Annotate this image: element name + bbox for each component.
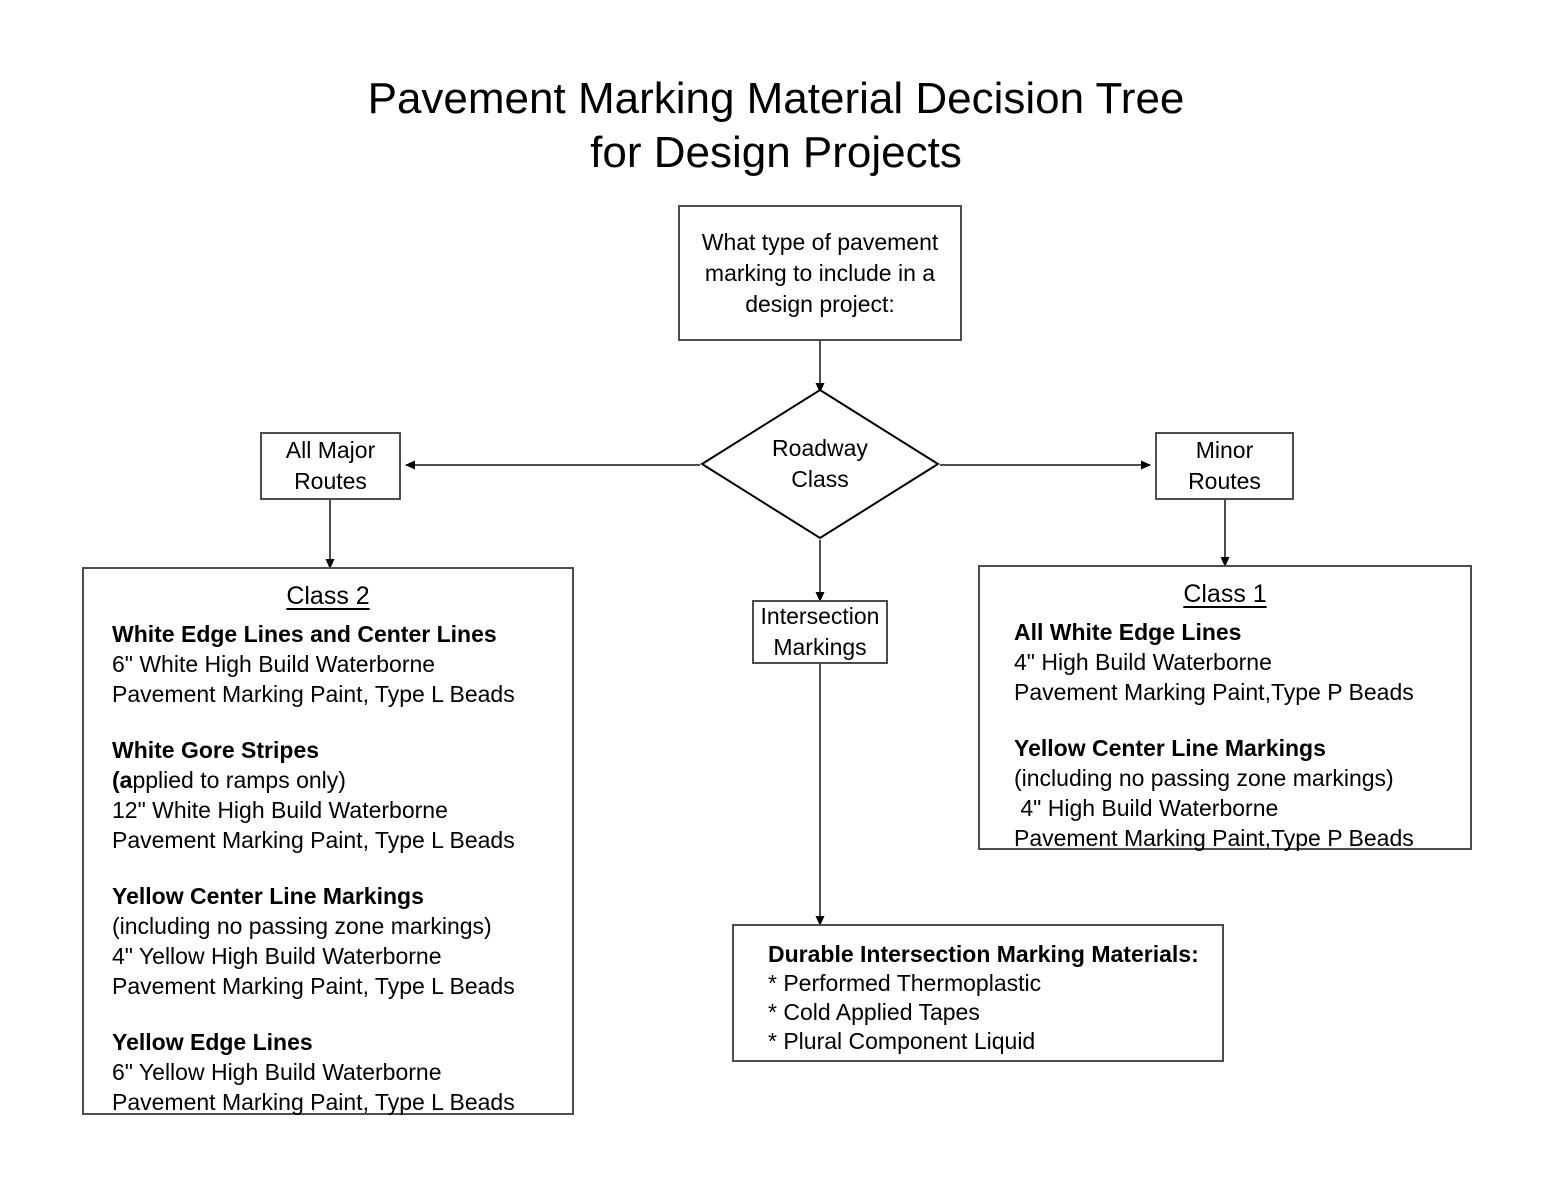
root-question-text: What type of pavement marking to include… <box>701 228 939 317</box>
panel-class-2: Class 2 White Edge Lines and Center Line… <box>82 567 574 1115</box>
group-line: 4" Yellow High Build Waterborne <box>112 943 442 969</box>
node-minor-routes: Minor Routes <box>1155 432 1294 500</box>
panel-durable-intersection-materials: Durable Intersection Marking Materials: … <box>732 924 1224 1062</box>
class2-group: Yellow Center Line Markings (including n… <box>112 881 572 1001</box>
class2-heading-text: Class 2 <box>286 582 370 610</box>
group-line: Pavement Marking Paint, Type L Beads <box>112 681 515 707</box>
node-intersection-markings: Intersection Markings <box>752 600 888 664</box>
durable-body: Durable Intersection Marking Materials: … <box>734 926 1222 1056</box>
group-line: 6" White High Build Waterborne <box>112 651 436 677</box>
group-line: (including no passing zone markings) <box>112 913 492 939</box>
group-title: White Edge Lines and Center Lines <box>112 621 497 647</box>
group-line: Pavement Marking Paint,Type P Beads <box>1014 825 1414 851</box>
class1-heading: Class 1 <box>980 579 1470 609</box>
durable-line: * Performed Thermoplastic <box>768 970 1042 996</box>
intersection-markings-label: Intersection Markings <box>760 603 880 660</box>
group-line: Pavement Marking Paint,Type P Beads <box>1014 679 1414 705</box>
minor-routes-label: Minor Routes <box>1188 437 1261 494</box>
diamond-shape <box>700 388 940 540</box>
group-line: Pavement Marking Paint, Type L Beads <box>112 973 515 999</box>
class2-group: White Edge Lines and Center Lines 6" Whi… <box>112 619 572 709</box>
group-line: 4" High Build Waterborne <box>1014 649 1272 675</box>
group-line: (applied to ramps only) <box>112 767 346 793</box>
class2-body: White Edge Lines and Center Lines 6" Whi… <box>84 619 572 1117</box>
group-line: 6" Yellow High Build Waterborne <box>112 1059 442 1085</box>
group-line: 12" White High Build Waterborne <box>112 797 448 823</box>
group-line: (including no passing zone markings) <box>1014 765 1394 791</box>
group-title: Yellow Edge Lines <box>112 1029 313 1055</box>
durable-title: Durable Intersection Marking Materials: <box>768 941 1199 967</box>
node-all-major-routes: All Major Routes <box>260 432 401 500</box>
class2-heading: Class 2 <box>84 581 572 611</box>
class2-group: Yellow Edge Lines 6" Yellow High Build W… <box>112 1027 572 1117</box>
group-line: Pavement Marking Paint, Type L Beads <box>112 827 515 853</box>
class1-group: All White Edge Lines 4" High Build Water… <box>1014 617 1470 707</box>
group-title: Yellow Center Line Markings <box>112 883 424 909</box>
root-question-box: What type of pavement marking to include… <box>678 205 962 341</box>
group-title: Yellow Center Line Markings <box>1014 735 1326 761</box>
durable-group: Durable Intersection Marking Materials: … <box>768 940 1222 1056</box>
class1-group: Yellow Center Line Markings (including n… <box>1014 733 1470 853</box>
group-line: Pavement Marking Paint, Type L Beads <box>112 1089 515 1115</box>
durable-line: * Cold Applied Tapes <box>768 999 980 1025</box>
panel-class-1: Class 1 All White Edge Lines 4" High Bui… <box>978 565 1472 853</box>
group-line: 4" High Build Waterborne <box>1014 795 1279 821</box>
page-title: Pavement Marking Material Decision Tree … <box>367 74 1185 177</box>
durable-line: * Plural Component Liquid <box>768 1028 1036 1054</box>
class1-heading-text: Class 1 <box>1183 580 1267 608</box>
decision-diamond-roadway-class: Roadway Class <box>700 388 940 540</box>
decision-label: Roadway Class <box>772 435 868 492</box>
group-title: White Gore Stripes <box>112 737 320 763</box>
class1-body: All White Edge Lines 4" High Build Water… <box>980 617 1470 853</box>
class2-group: White Gore Stripes (applied to ramps onl… <box>112 735 572 855</box>
major-routes-label: All Major Routes <box>285 437 376 494</box>
group-title: All White Edge Lines <box>1014 619 1242 645</box>
